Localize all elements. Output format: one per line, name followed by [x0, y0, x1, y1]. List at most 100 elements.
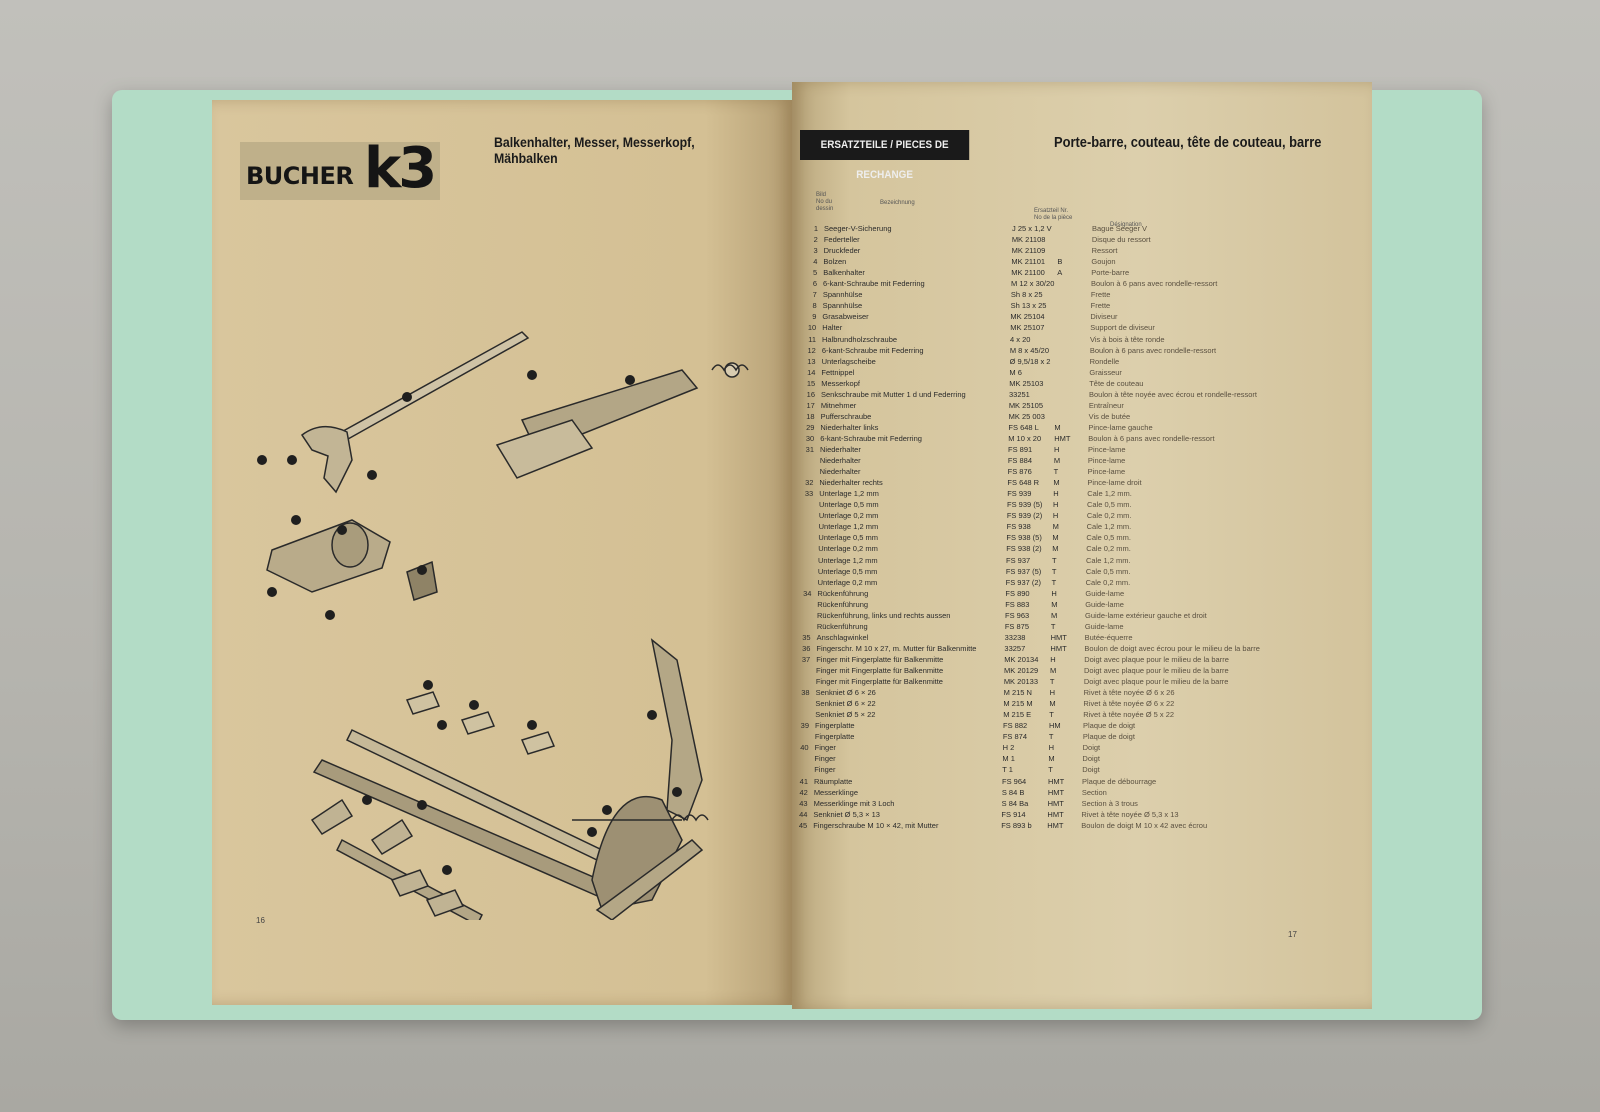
col-header-bild: Bild No du dessin — [816, 192, 834, 212]
cell-fr: Rivet à tête noyée Ø 6 x 22 — [1083, 699, 1175, 709]
cell-fr: Tête de couteau — [1089, 378, 1144, 388]
cell-mod: HMT — [1050, 632, 1067, 642]
cell-ref: FS 938 (5) — [1006, 533, 1042, 543]
cell-ref: FS 875 — [1004, 621, 1029, 631]
cell-mod: H — [1048, 743, 1055, 753]
cell-de: Unterlage 0,5 mm — [817, 566, 878, 576]
cell-no: 45 — [798, 820, 808, 830]
cell-de: Messerklinge — [813, 787, 858, 797]
cell-de: Unterlage 0,2 mm — [817, 577, 878, 587]
cell-de: Unterlage 0,5 mm — [818, 533, 879, 543]
cell-fr: Rivet à tête noyée Ø 5,3 x 13 — [1081, 809, 1179, 819]
cell-fr: Doigt avec plaque pour le milieu de la b… — [1084, 654, 1229, 664]
cell-de: Federteller — [823, 235, 860, 245]
cell-ref: FS 938 — [1006, 522, 1031, 532]
cell-fr: Cale 0,5 mm. — [1087, 500, 1132, 510]
cell-ref: FS 884 — [1007, 456, 1032, 466]
cell-fr: Ressort — [1091, 246, 1118, 256]
cell-fr: Boulon de doigt M 10 x 42 avec écrou — [1081, 820, 1208, 830]
cell-de: Rückenführung — [816, 621, 868, 631]
cell-mod: T — [1048, 765, 1053, 775]
cell-ref: Sh 13 x 25 — [1010, 301, 1047, 311]
cell-fr: Cale 0,2 mm. — [1085, 577, 1131, 587]
cell-fr: Graisseur — [1089, 367, 1122, 377]
cell-fr: Guide-lame — [1084, 621, 1124, 631]
cell-fr: Frette — [1090, 301, 1111, 311]
cell-fr: Cale 0,5 mm. — [1086, 533, 1132, 543]
cell-de: Finger mit Fingerplatte für Balkenmitte — [816, 666, 944, 675]
cell-mod: T — [1049, 677, 1055, 687]
cell-de: Fettnippel — [821, 367, 855, 377]
cell-de: Unterlagscheibe — [821, 356, 876, 366]
cell-fr: Support de diviseur — [1090, 323, 1155, 333]
cell-mod: M — [1053, 456, 1061, 466]
table-row: Rückenführung FS 875 T Guide-lame — [792, 622, 1345, 633]
cell-ref: FS 893 b — [1001, 820, 1032, 830]
cell-ref: M 1 — [1002, 754, 1015, 764]
cell-ref: M 215 M — [1003, 699, 1033, 709]
cell-ref: FS 876 — [1007, 467, 1032, 477]
cell-de: Senkniet Ø 6 × 26 — [815, 688, 876, 698]
cell-ref: FS 939 — [1007, 489, 1032, 499]
left-page: BUCHER k3 Balkenhalter, Messer, Messerko… — [212, 100, 792, 1005]
cell-mod: T — [1050, 621, 1056, 631]
cell-no: 32 — [805, 478, 814, 488]
cell-mod: T — [1053, 467, 1059, 477]
cell-no: 6 — [812, 279, 817, 289]
cell-no: 2 — [813, 235, 818, 245]
cell-de: Messerkopf — [821, 378, 860, 388]
cell-fr: Disque du ressort — [1091, 235, 1151, 245]
cell-ref: MK 20129 — [1004, 666, 1039, 675]
cell-ref: FS 891 — [1008, 445, 1033, 454]
cell-mod: H — [1054, 445, 1060, 454]
cell-ref: FS 963 — [1005, 610, 1030, 620]
cell-ref: S 84 Ba — [1001, 798, 1029, 808]
cell-no: 44 — [799, 809, 808, 819]
cell-de: Finger — [814, 743, 836, 753]
cell-de: Niederhalter — [819, 456, 861, 466]
cell-mod: B — [1057, 257, 1063, 267]
cell-fr: Boulon à 6 pans avec rondelle-ressort — [1089, 345, 1217, 355]
cell-de: Finger mit Fingerplatte für Balkenmitte — [816, 654, 944, 664]
cell-no: 34 — [803, 588, 812, 598]
cell-mod: M — [1053, 478, 1060, 488]
cell-no: 4 — [813, 257, 818, 267]
cell-de: Spannhülse — [822, 290, 863, 300]
cell-fr: Doigt avec plaque pour le milieu de la b… — [1083, 677, 1229, 687]
cell-de: Anschlagwinkel — [816, 632, 869, 642]
cell-fr: Cale 1,2 mm. — [1087, 489, 1132, 499]
cell-de: Unterlage 0,2 mm — [818, 544, 878, 554]
cell-mod: H — [1053, 489, 1059, 499]
cell-fr: Entraîneur — [1088, 400, 1124, 410]
cell-no: 31 — [805, 445, 814, 454]
cell-mod: M — [1050, 666, 1057, 675]
cell-fr: Goujon — [1091, 257, 1116, 267]
col-header-ersatzteil: Ersatzteil Nr. No de la pièce — [1034, 208, 1073, 221]
cell-ref: FS 890 — [1005, 588, 1030, 598]
cell-ref: Sh 8 x 25 — [1010, 290, 1043, 300]
cell-ref: FS 883 — [1005, 599, 1030, 609]
cell-fr: Rondelle — [1089, 356, 1120, 366]
cell-fr: Plaque de doigt — [1083, 721, 1136, 731]
cell-mod: HMT — [1047, 787, 1065, 797]
